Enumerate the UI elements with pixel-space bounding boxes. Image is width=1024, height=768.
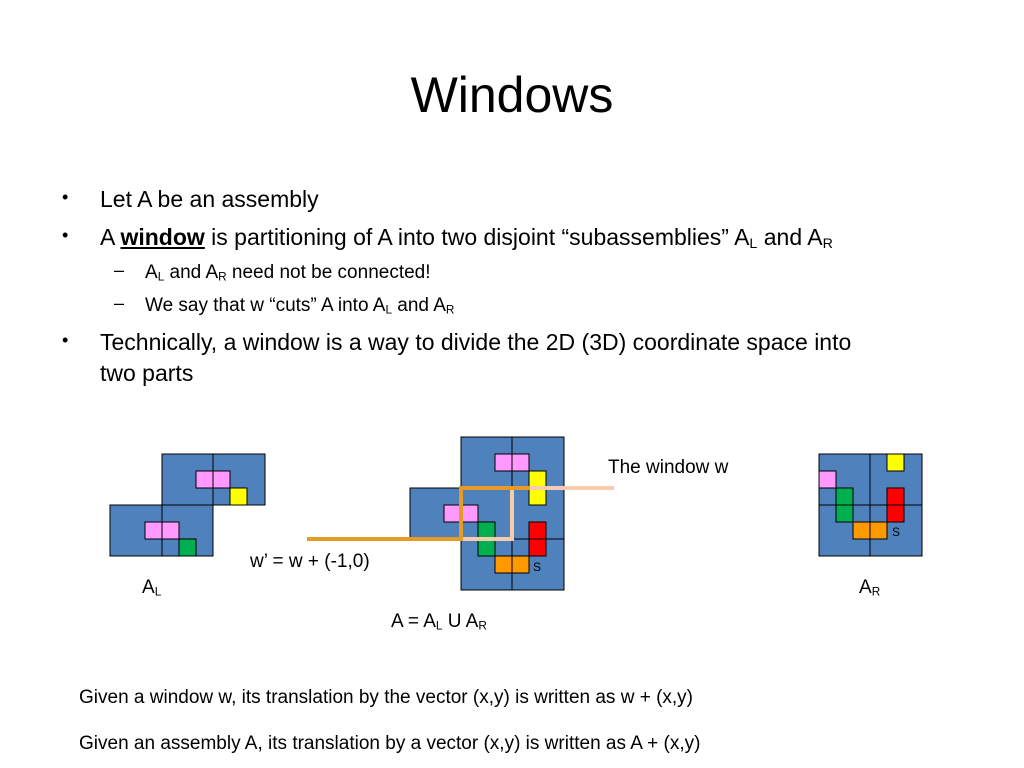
subscript-l: L (435, 619, 443, 633)
tile-red (886, 504, 905, 523)
subassembly-ar: S (818, 453, 923, 557)
tile-yellow (528, 470, 547, 489)
assembly-diagram: S S The window w w’ = w + (-1,0) AL AR A… (0, 420, 1024, 650)
dash-glyph: – (114, 260, 125, 280)
window-term: window (120, 224, 205, 250)
slide-title: Windows (410, 67, 614, 123)
tile-yellow (229, 487, 248, 506)
subscript-r: R (822, 236, 833, 253)
footer-line-1: Given a window w, its translation by the… (79, 687, 694, 708)
subscript-r: R (445, 303, 455, 317)
text-run: A (145, 262, 158, 283)
tile-green (835, 504, 854, 523)
tile-green (477, 538, 496, 557)
bullet-text: Let A be an assembly (100, 186, 319, 212)
tile-orange (511, 555, 530, 574)
tile-pink (460, 504, 479, 523)
text-run: A (859, 577, 872, 598)
s-label-a: S (533, 560, 541, 574)
text-run: We say that w “cuts” A into A (145, 295, 386, 316)
tile-red (528, 521, 547, 540)
tile-orange (869, 521, 888, 540)
text-run: A (142, 577, 155, 598)
diagram-svg: S S (109, 436, 923, 591)
s-label-ar: S (892, 525, 900, 539)
window-w-shifted-line (307, 486, 530, 541)
subscript-l: L (385, 303, 392, 317)
sub-bullet-text: AL and AR need not be connected! (145, 260, 431, 286)
ar-label: AR (859, 576, 880, 600)
al-label: AL (142, 576, 161, 600)
text-run: need not be connected! (226, 262, 431, 283)
text-run: A = A (391, 611, 436, 632)
subscript-r: R (218, 270, 227, 284)
tile-red (886, 487, 905, 506)
bullet-text: A window is partitioning of A into two d… (100, 222, 833, 253)
tile-orange (852, 521, 871, 540)
bullet-text-line-2: two parts (100, 360, 194, 386)
tile-orange (494, 555, 513, 574)
dash-glyph: – (114, 293, 125, 313)
tile-pink (818, 470, 837, 489)
assembly-equation-label: A = AL U AR (391, 610, 487, 634)
text-run: U A (442, 611, 479, 632)
text-run: and A (757, 224, 823, 250)
sub-bullet-text: We say that w “cuts” A into AL and AR (145, 293, 454, 319)
bullet-glyph: • (62, 225, 69, 245)
subscript-l: L (154, 585, 162, 599)
text-run: is partitioning of A into two disjoint “… (204, 224, 750, 250)
window-shifted-label: w’ = w + (-1,0) (250, 551, 370, 572)
subscript-r: R (478, 619, 487, 633)
tile-pink (144, 521, 163, 540)
bullet-glyph: • (62, 330, 69, 350)
subassembly-al (109, 453, 266, 557)
footer-line-2: Given an assembly A, its translation by … (79, 733, 701, 754)
bullet-list: • Let A be an assembly • A window is par… (62, 186, 852, 386)
tile-pink (161, 521, 180, 540)
bullet-glyph: • (62, 187, 69, 207)
tile-pink (511, 453, 530, 472)
tile-green (178, 538, 197, 557)
tile-green (477, 521, 496, 540)
subscript-l: L (157, 270, 165, 284)
tile-pink (212, 470, 231, 489)
tile-pink (443, 504, 462, 523)
text-run: and A (164, 262, 219, 283)
window-w-line (461, 486, 614, 541)
tile-pink (494, 453, 513, 472)
tile-pink (195, 470, 214, 489)
assembly-a: S (307, 436, 614, 591)
tile-green (835, 487, 854, 506)
subscript-l: L (749, 236, 758, 253)
tile-yellow (886, 453, 905, 472)
subscript-r: R (871, 585, 881, 599)
window-w-label: The window w (608, 457, 729, 478)
bullet-text-line-1: Technically, a window is a way to divide… (100, 329, 852, 355)
tile-yellow (528, 487, 547, 506)
text-run: and A (391, 295, 446, 316)
tile-red (528, 538, 547, 557)
text-run: A (100, 224, 121, 250)
